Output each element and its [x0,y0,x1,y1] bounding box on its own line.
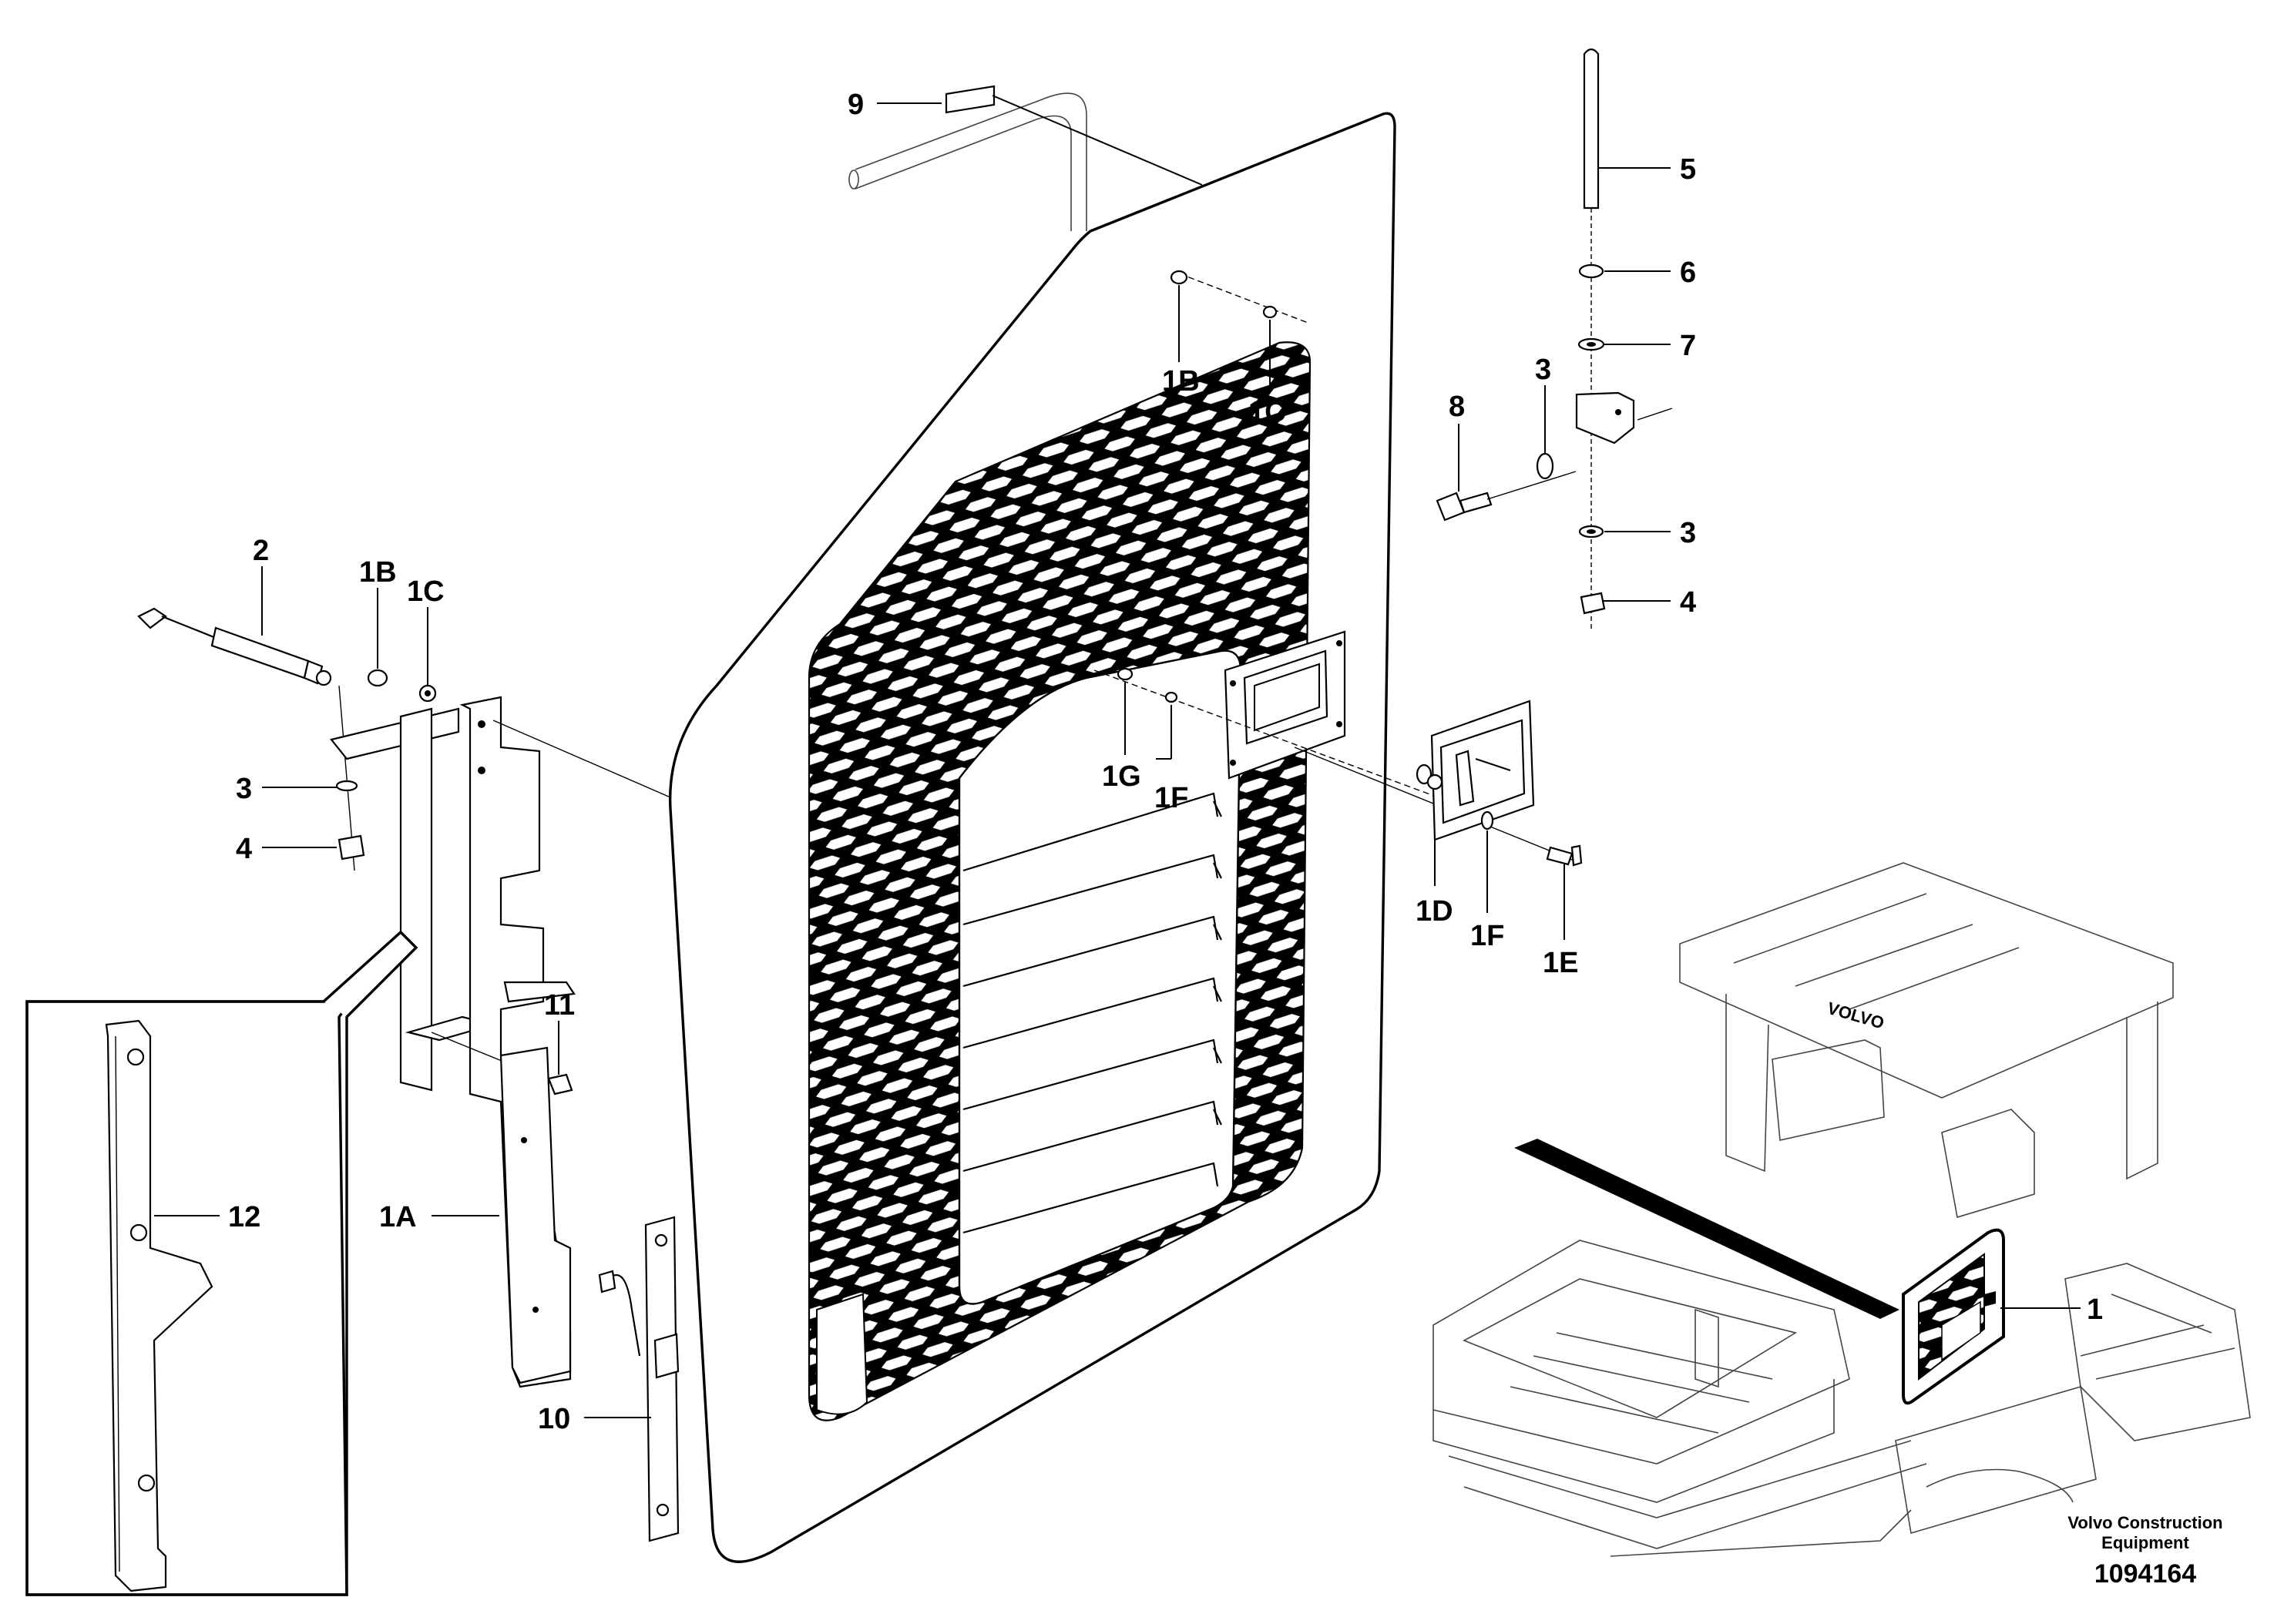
callout-4-right: 4 [1680,586,1696,619]
credit-line-1: Volvo Construction [2067,1513,2222,1532]
callout-9: 9 [848,89,864,121]
callout-3-left: 3 [236,773,252,805]
callout-5: 5 [1680,153,1696,186]
callout-6: 6 [1680,257,1696,289]
callout-7: 7 [1680,330,1696,362]
location-pointer [1514,1139,1899,1319]
callout-1e: 1E [1543,947,1578,979]
brand-mark: VOLVO [1825,998,1886,1033]
part-9-decal [848,85,1203,231]
part-1b-1c-top [1170,270,1311,324]
callout-1c-top: 1C [1248,396,1286,428]
callout-1a: 1A [379,1201,417,1233]
part-1a-strip [499,1046,572,1384]
door-panel [668,112,1396,1563]
title-block: Volvo Construction Equipment 1094164 [2067,1513,2222,1589]
door-handle-recess [1224,630,1346,780]
callout-1b-top: 1B [1162,365,1200,398]
machine-overview: VOLVO [1432,862,2251,1557]
callout-1f-right: 1F [1470,920,1504,952]
part-10-latch [598,1216,680,1542]
part-1g-1f-mid [1117,667,1178,703]
credit-line-2: Equipment [2101,1533,2189,1552]
callout-11: 11 [544,989,575,1022]
callout-10: 10 [538,1403,570,1435]
callout-1g: 1G [1102,760,1141,793]
callout-1-machine: 1 [2087,1293,2103,1326]
louver-opening [958,649,1242,1305]
machine-door-highlight [1902,1228,2005,1405]
hinge-assembly [330,696,671,1388]
callout-12: 12 [228,1201,260,1233]
callout-3-top: 3 [1535,354,1551,386]
callout-1c-left: 1C [407,575,445,608]
callout-labels: 9 5 6 7 8 3 3 4 1B 1C 2 1B 1C 3 4 1G 1F … [228,89,2103,1435]
callout-1b-left: 1B [359,556,397,589]
callout-4-left: 4 [236,833,252,865]
part-2-gas-strut [137,607,332,686]
callout-2: 2 [253,535,269,567]
part-8-bolt [1436,452,1577,522]
part-1d-handle [1093,669,1583,867]
part-3-4-left [335,685,365,871]
callout-1f-mid: 1F [1154,782,1188,814]
detail-inset [25,930,418,1596]
callout-3-right: 3 [1680,517,1696,549]
part-12-bracket [105,1019,213,1592]
part-5-rod-stack [1575,48,1673,632]
document-number: 1094164 [2094,1559,2196,1589]
leader-lines [154,102,1671,1418]
callout-8: 8 [1449,391,1465,423]
callout-1d: 1D [1416,895,1453,928]
part-1b-1c-left [367,669,437,703]
